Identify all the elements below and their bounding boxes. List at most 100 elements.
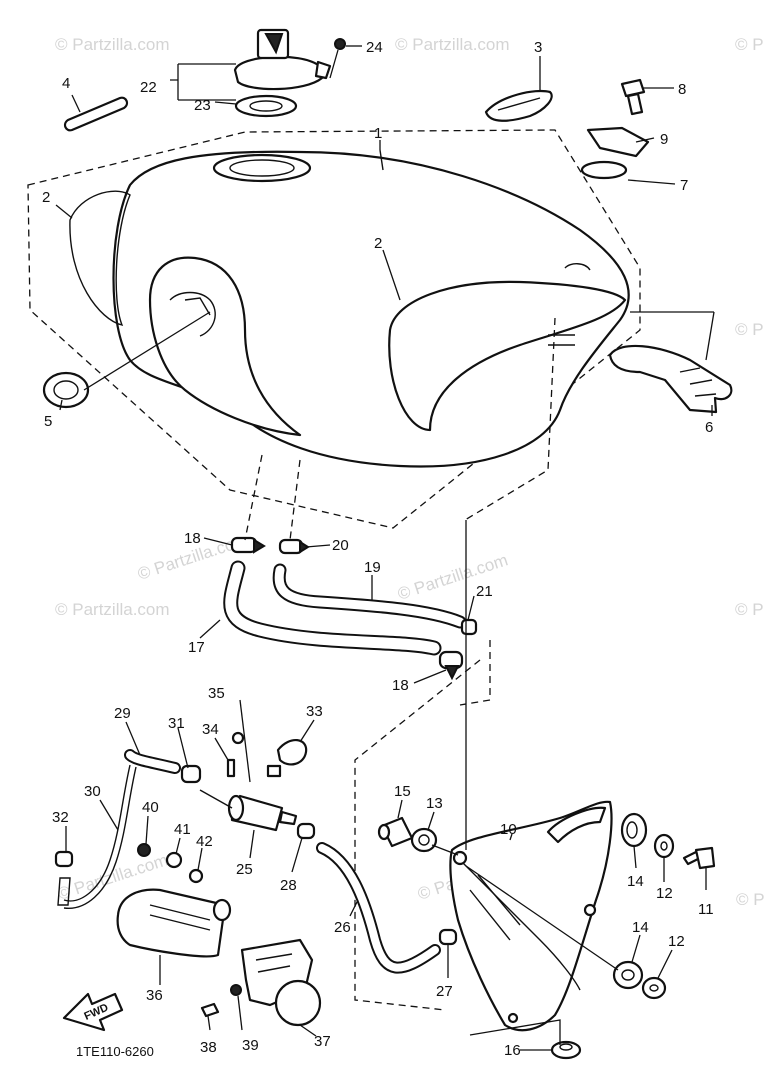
nut-16[interactable] bbox=[550, 1040, 582, 1060]
callout-13: 13 bbox=[426, 795, 443, 812]
bolt-34[interactable] bbox=[226, 758, 236, 778]
callout-11: 11 bbox=[698, 901, 714, 918]
grommet-14-lower[interactable] bbox=[612, 960, 644, 990]
callout-42: 42 bbox=[196, 833, 213, 850]
mount-plate[interactable] bbox=[586, 126, 650, 158]
forward-direction-arrow: FWD bbox=[62, 992, 124, 1032]
washer-35[interactable] bbox=[231, 731, 245, 745]
callout-35: 35 bbox=[208, 685, 225, 702]
routing-line-1 bbox=[244, 454, 263, 541]
hose-clamp-top-right[interactable] bbox=[278, 538, 310, 555]
watermark-7: © Partzilla.com bbox=[395, 550, 510, 603]
callout-2-right: 2 bbox=[374, 235, 382, 252]
screw-38[interactable] bbox=[200, 1002, 220, 1018]
washer-12-upper[interactable] bbox=[653, 833, 675, 859]
grommet-13[interactable] bbox=[410, 827, 438, 853]
mount-bolt[interactable] bbox=[620, 78, 646, 116]
screw-40[interactable] bbox=[137, 843, 151, 857]
callout-16: 16 bbox=[504, 1042, 521, 1059]
callout-12-upper: 12 bbox=[656, 885, 673, 902]
callout-6: 6 bbox=[705, 419, 713, 436]
hose-clamp-18-lower[interactable] bbox=[438, 650, 464, 681]
pump-bracket[interactable] bbox=[240, 938, 322, 1027]
routing-line-2 bbox=[289, 459, 301, 541]
callout-14-upper: 14 bbox=[627, 873, 644, 890]
callout-20: 20 bbox=[332, 537, 349, 554]
side-cover-leader-2 bbox=[465, 865, 619, 971]
grommet-14-upper[interactable] bbox=[620, 812, 648, 848]
tank-bolt-cap[interactable] bbox=[42, 371, 90, 409]
side-cover-leader-3 bbox=[469, 1019, 561, 1045]
cap-screw[interactable] bbox=[329, 38, 346, 79]
callout-26: 26 bbox=[334, 919, 351, 936]
gasket-left[interactable] bbox=[69, 190, 131, 326]
fuel-hose-17-core bbox=[225, 562, 440, 654]
callout-leaders bbox=[55, 45, 715, 1051]
watermark-2: © Partzilla.com bbox=[395, 35, 510, 54]
emblem-strip[interactable] bbox=[63, 96, 129, 132]
watermark-12: © Partzilla.com bbox=[736, 890, 764, 909]
callout-29: 29 bbox=[114, 705, 131, 722]
rear-bracket[interactable] bbox=[608, 344, 733, 414]
fuel-tank[interactable] bbox=[112, 149, 630, 468]
callout-40: 40 bbox=[142, 799, 159, 816]
callout-15: 15 bbox=[394, 783, 411, 800]
callout-36: 36 bbox=[146, 987, 163, 1004]
washer-39[interactable] bbox=[230, 984, 242, 996]
callout-22: 22 bbox=[140, 79, 157, 96]
callout-21: 21 bbox=[476, 583, 493, 600]
callout-numbers: 1 2 2 3 4 5 6 7 8 9 10 11 12 12 13 14 14… bbox=[42, 39, 714, 1059]
routing-line-3 bbox=[459, 640, 491, 706]
clamp-33[interactable] bbox=[266, 739, 308, 778]
hose-clamp-21[interactable] bbox=[460, 618, 478, 636]
rubber-damper[interactable] bbox=[580, 160, 628, 180]
callout-9: 9 bbox=[660, 131, 668, 148]
callout-10: 10 bbox=[500, 821, 517, 838]
pump-cover[interactable] bbox=[116, 888, 232, 958]
watermark-9: © Partzilla.com bbox=[735, 600, 764, 619]
hose-29-core bbox=[126, 751, 179, 772]
clamp-31[interactable] bbox=[180, 764, 202, 784]
callout-37: 37 bbox=[314, 1033, 331, 1050]
callout-38: 38 bbox=[200, 1039, 217, 1056]
watermark-3: © Partzilla.com bbox=[735, 35, 764, 54]
filler-neck bbox=[212, 153, 312, 183]
fuel-hose-19-core bbox=[274, 565, 465, 627]
callout-39: 39 bbox=[242, 1037, 259, 1054]
watermark-8: © Partzilla.com bbox=[55, 600, 170, 619]
callout-31: 31 bbox=[168, 715, 185, 732]
clamp-27[interactable] bbox=[438, 928, 458, 946]
callout-19: 19 bbox=[364, 559, 381, 576]
cap-gasket[interactable] bbox=[234, 94, 298, 118]
callout-30: 30 bbox=[84, 783, 101, 800]
callout-34: 34 bbox=[202, 721, 219, 738]
callout-8: 8 bbox=[678, 81, 686, 98]
hose-30[interactable] bbox=[63, 764, 131, 902]
diagram-code: 1TE110-6260 bbox=[76, 1044, 154, 1059]
side-cover[interactable] bbox=[449, 800, 613, 1032]
washer-41[interactable] bbox=[165, 851, 183, 869]
callout-23: 23 bbox=[194, 97, 211, 114]
callout-4: 4 bbox=[62, 75, 70, 92]
tank-assembly-outline bbox=[27, 129, 641, 529]
tank-emblem[interactable] bbox=[484, 89, 553, 122]
collar-15[interactable] bbox=[377, 816, 414, 848]
routing-line-5 bbox=[464, 317, 556, 521]
callout-33: 33 bbox=[306, 703, 323, 720]
clip-32[interactable] bbox=[54, 850, 74, 868]
callout-28: 28 bbox=[280, 877, 297, 894]
callout-14-lower: 14 bbox=[632, 919, 649, 936]
hose-clamp-top-left[interactable] bbox=[230, 536, 266, 554]
fuel-filter[interactable] bbox=[199, 789, 298, 832]
bolt-11[interactable] bbox=[682, 846, 716, 870]
callout-3: 3 bbox=[534, 39, 542, 56]
fuel-cap-assembly[interactable] bbox=[233, 28, 332, 91]
nut-42[interactable] bbox=[188, 868, 204, 884]
watermark-1: © Partzilla.com bbox=[55, 35, 170, 54]
washer-12-lower[interactable] bbox=[641, 976, 667, 1000]
clamp-28[interactable] bbox=[296, 822, 316, 840]
side-cover-leader-1 bbox=[431, 844, 459, 856]
hose-end-32 bbox=[57, 877, 71, 906]
callout-17: 17 bbox=[188, 639, 205, 656]
callout-24: 24 bbox=[366, 39, 383, 56]
